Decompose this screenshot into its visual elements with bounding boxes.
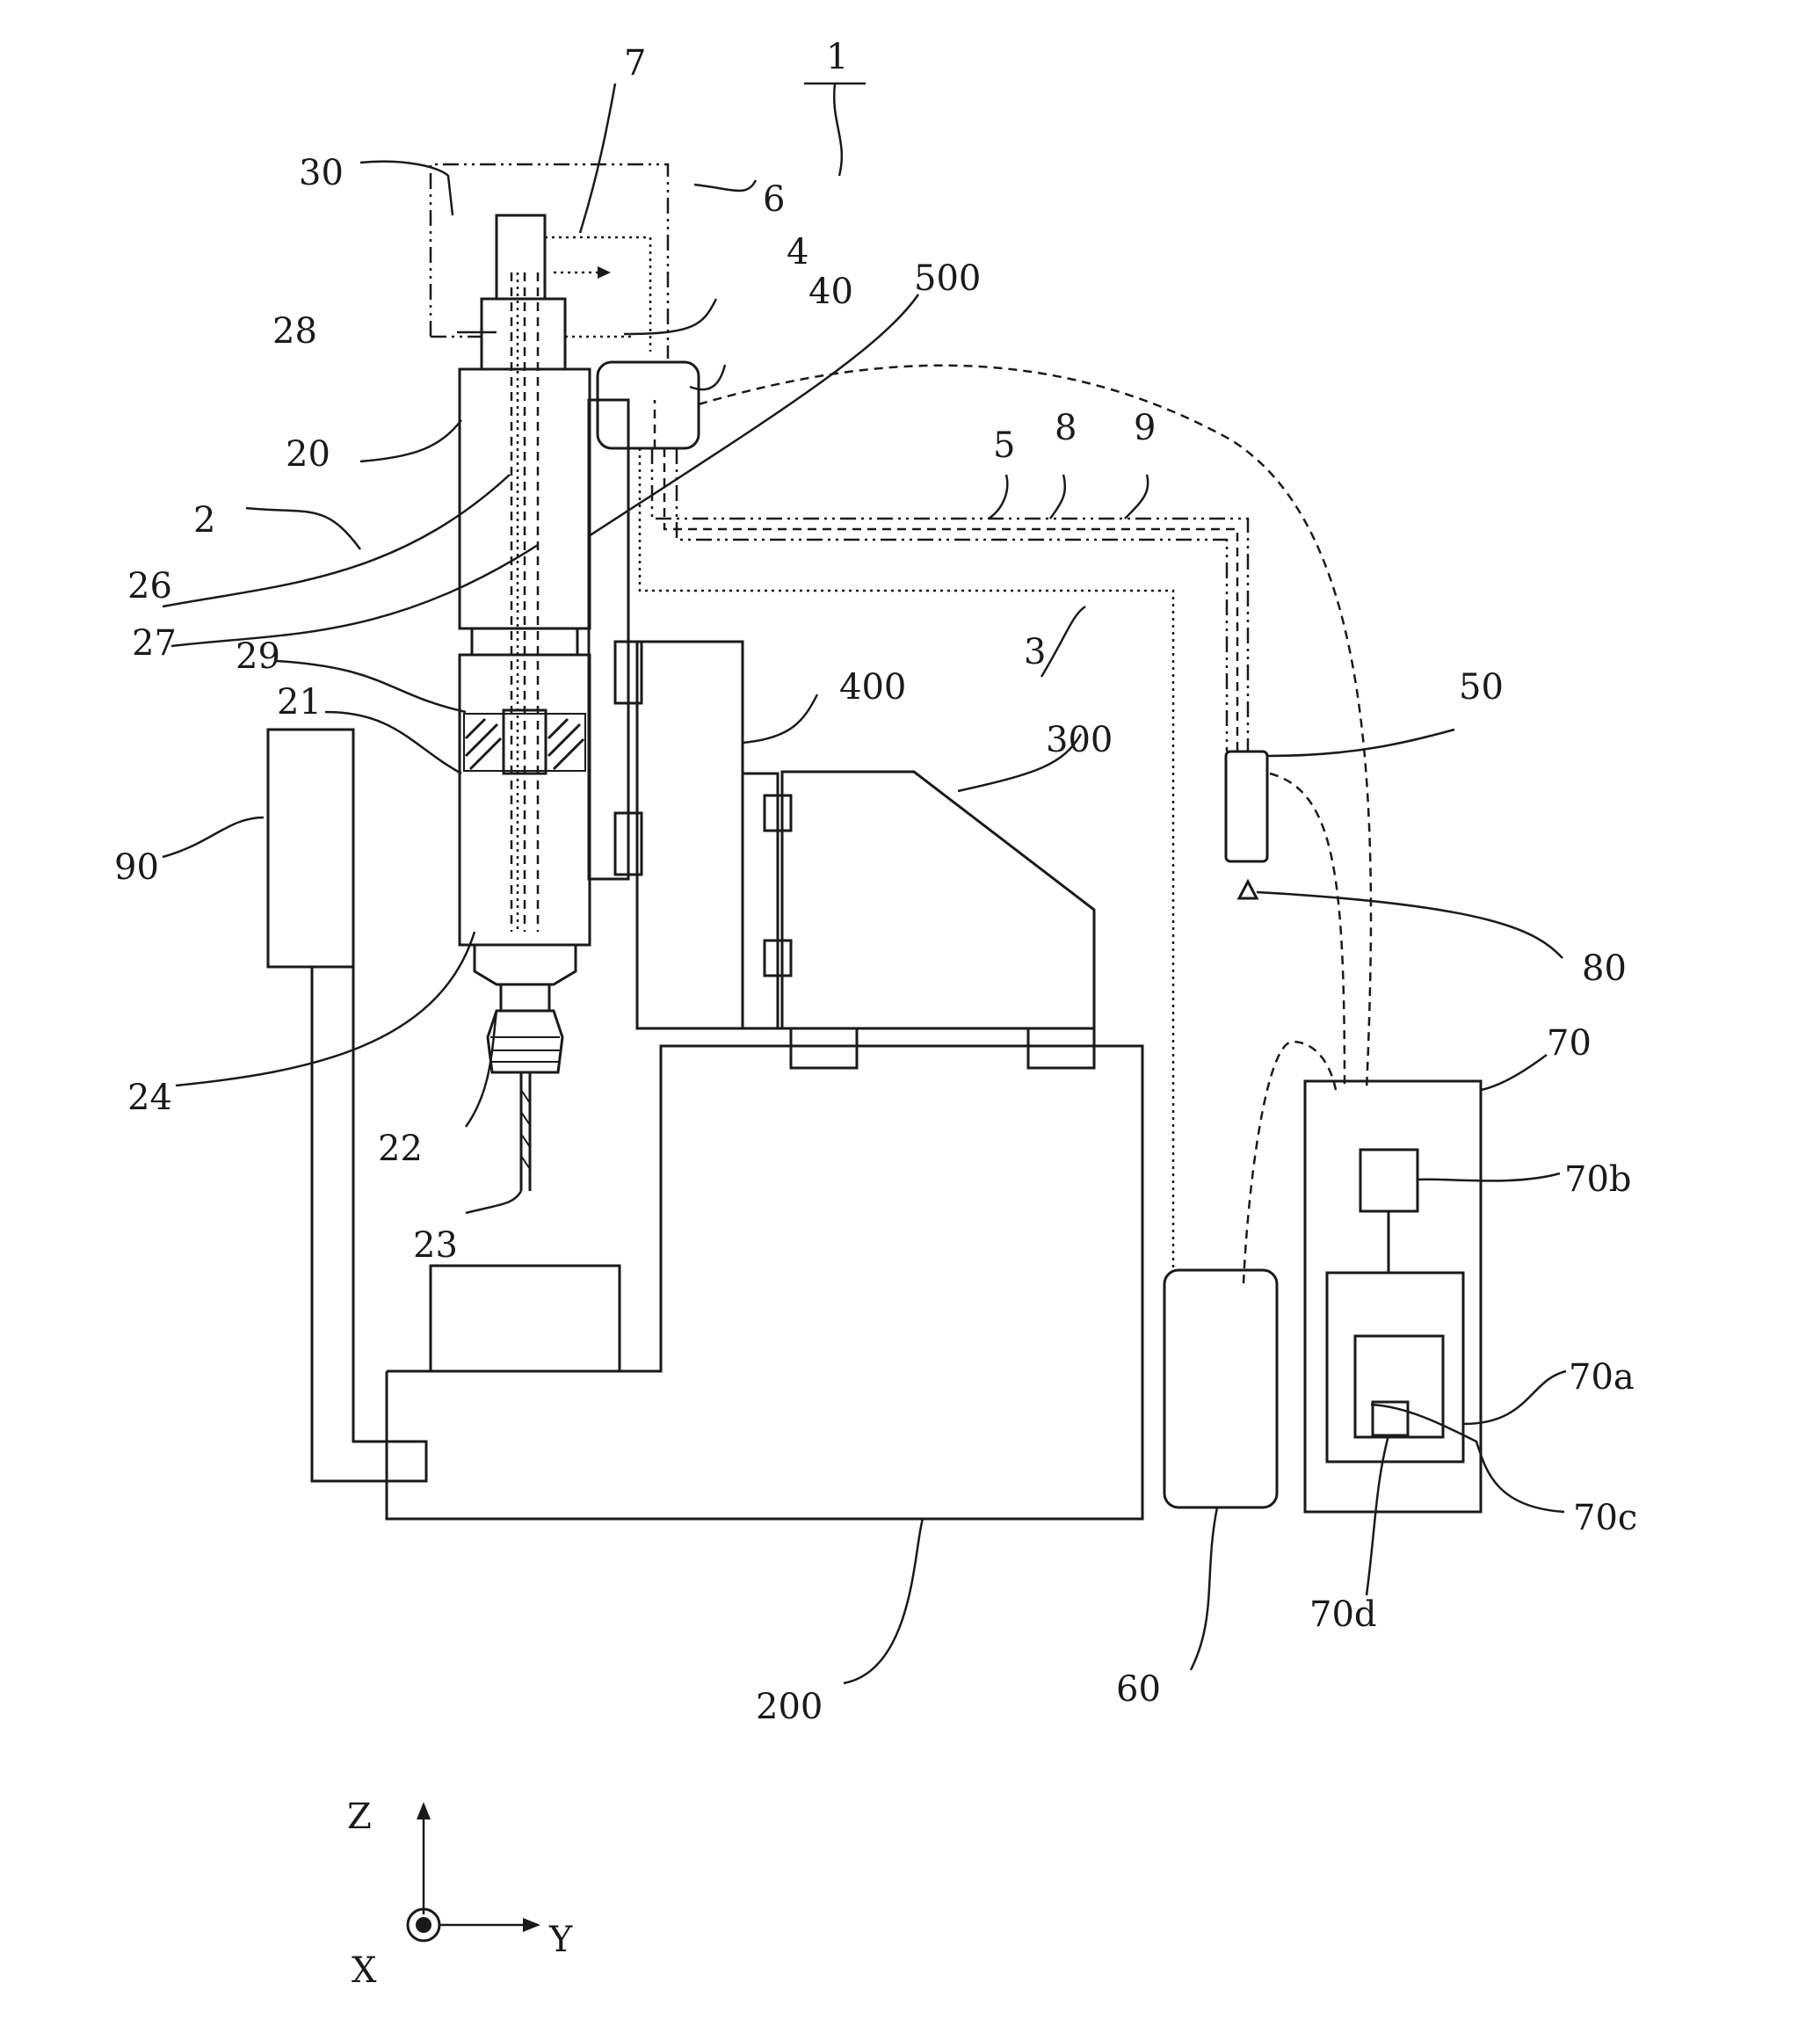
label-90: 90 (114, 847, 159, 888)
label-22: 22 (378, 1129, 423, 1169)
signal-lines (699, 366, 1371, 1283)
label-70a: 70a (1569, 1357, 1635, 1398)
unit-90 (268, 730, 426, 1481)
label-2: 2 (193, 500, 215, 541)
axis-z-label: Z (347, 1797, 372, 1837)
label-8: 8 (1055, 408, 1077, 448)
label-24: 24 (127, 1078, 172, 1118)
label-1: 1 (826, 37, 848, 77)
column-400 (615, 642, 791, 1028)
label-20: 20 (286, 434, 330, 475)
label-50: 50 (1459, 667, 1504, 708)
nozzle-80 (1239, 882, 1257, 898)
label-200: 200 (756, 1687, 823, 1727)
pipes (640, 400, 1248, 1270)
workpiece-300 (782, 772, 1094, 1068)
label-27: 27 (132, 623, 177, 664)
controller-70 (1305, 1081, 1481, 1512)
axes-indicator: Z X Y (347, 1797, 573, 1991)
tank-60 (1164, 1270, 1277, 1507)
label-40: 40 (808, 272, 853, 312)
sensor-40 (598, 362, 699, 448)
label-29: 29 (236, 636, 280, 677)
label-70: 70 (1547, 1023, 1592, 1064)
label-9: 9 (1134, 408, 1156, 448)
label-70c: 70c (1573, 1498, 1637, 1538)
label-30: 30 (299, 153, 344, 193)
label-400: 400 (839, 667, 906, 708)
label-6: 6 (763, 179, 785, 220)
reference-labels: 1 7 30 6 4 500 40 28 20 5 8 9 2 26 27 3 … (114, 37, 1637, 1727)
leader-lines (163, 84, 1566, 1683)
bed-200 (387, 1046, 1142, 1519)
cover-6 (431, 164, 668, 359)
label-7: 7 (624, 43, 646, 84)
valve-50 (1226, 752, 1267, 861)
label-300: 300 (1046, 720, 1113, 760)
spindle-head (460, 215, 628, 1191)
label-21: 21 (277, 682, 322, 723)
label-70b: 70b (1564, 1159, 1632, 1200)
label-80: 80 (1582, 948, 1627, 989)
label-23: 23 (413, 1225, 458, 1266)
axis-x-label: X (352, 1950, 377, 1991)
label-26: 26 (127, 566, 172, 606)
label-70d: 70d (1309, 1594, 1377, 1635)
label-5: 5 (993, 425, 1015, 466)
label-3: 3 (1024, 632, 1046, 672)
label-500: 500 (914, 258, 981, 299)
axis-y-label: Y (548, 1920, 573, 1960)
label-28: 28 (272, 311, 317, 352)
label-60: 60 (1116, 1669, 1161, 1710)
label-4: 4 (787, 232, 808, 272)
